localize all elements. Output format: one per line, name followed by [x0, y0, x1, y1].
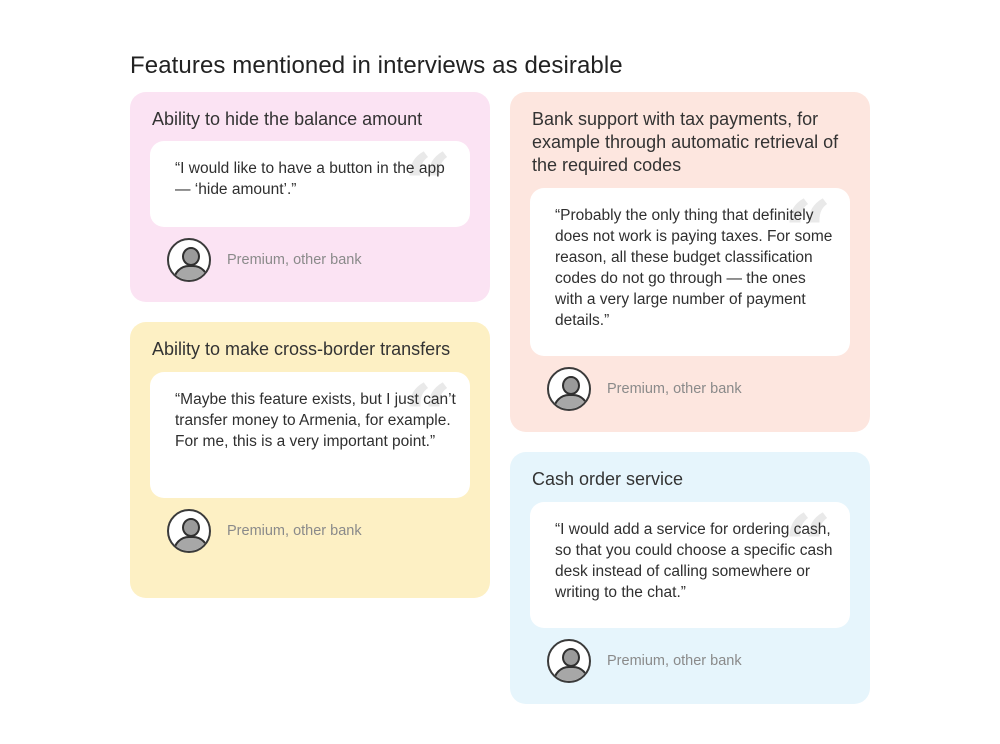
author-label: Premium, other bank [227, 252, 362, 268]
quote-text: “I would add a service for ordering cash… [555, 521, 833, 601]
quote-mark-icon: “ [783, 188, 832, 281]
quote-mark-icon: “ [403, 141, 452, 227]
card-title: Ability to hide the balance amount [152, 109, 423, 129]
user-avatar-icon [547, 639, 591, 683]
page-title: Features mentioned in interviews as desi… [130, 52, 623, 80]
card-title: Bank support with tax payments, for exam… [532, 109, 839, 175]
quote-text: “Probably the only thing that definitely… [555, 207, 833, 329]
author-label: Premium, other bank [607, 381, 742, 397]
author: Premium, other bank [167, 509, 470, 553]
author: Premium, other bank [547, 367, 850, 411]
quote-box: “ “I would like to have a button in the … [150, 141, 470, 227]
author-label: Premium, other bank [227, 523, 362, 539]
author: Premium, other bank [167, 238, 470, 282]
user-avatar-icon [167, 238, 211, 282]
feature-card-cross-border: Ability to make cross-border transfers “… [130, 322, 490, 598]
quote-box: “ “I would add a service for ordering ca… [530, 502, 850, 628]
quote-box: “ “Probably the only thing that definite… [530, 188, 850, 356]
quote-box: “ “Maybe this feature exists, but I just… [150, 372, 470, 498]
quote-text: “I would like to have a button in the ap… [175, 160, 445, 198]
card-title: Ability to make cross-border transfers [152, 339, 451, 359]
feature-card-hide-balance: Ability to hide the balance amount “ “I … [130, 92, 490, 302]
author: Premium, other bank [547, 639, 850, 683]
user-avatar-icon [547, 367, 591, 411]
feature-card-cash-order: Cash order service “ “I would add a serv… [510, 452, 870, 704]
quote-text: “Maybe this feature exists, but I just c… [175, 391, 456, 450]
quote-mark-icon: “ [783, 502, 832, 595]
feature-card-tax-payments: Bank support with tax payments, for exam… [510, 92, 870, 432]
card-title: Cash order service [532, 469, 684, 489]
user-avatar-icon [167, 509, 211, 553]
author-label: Premium, other bank [607, 653, 742, 669]
quote-mark-icon: “ [403, 372, 452, 465]
